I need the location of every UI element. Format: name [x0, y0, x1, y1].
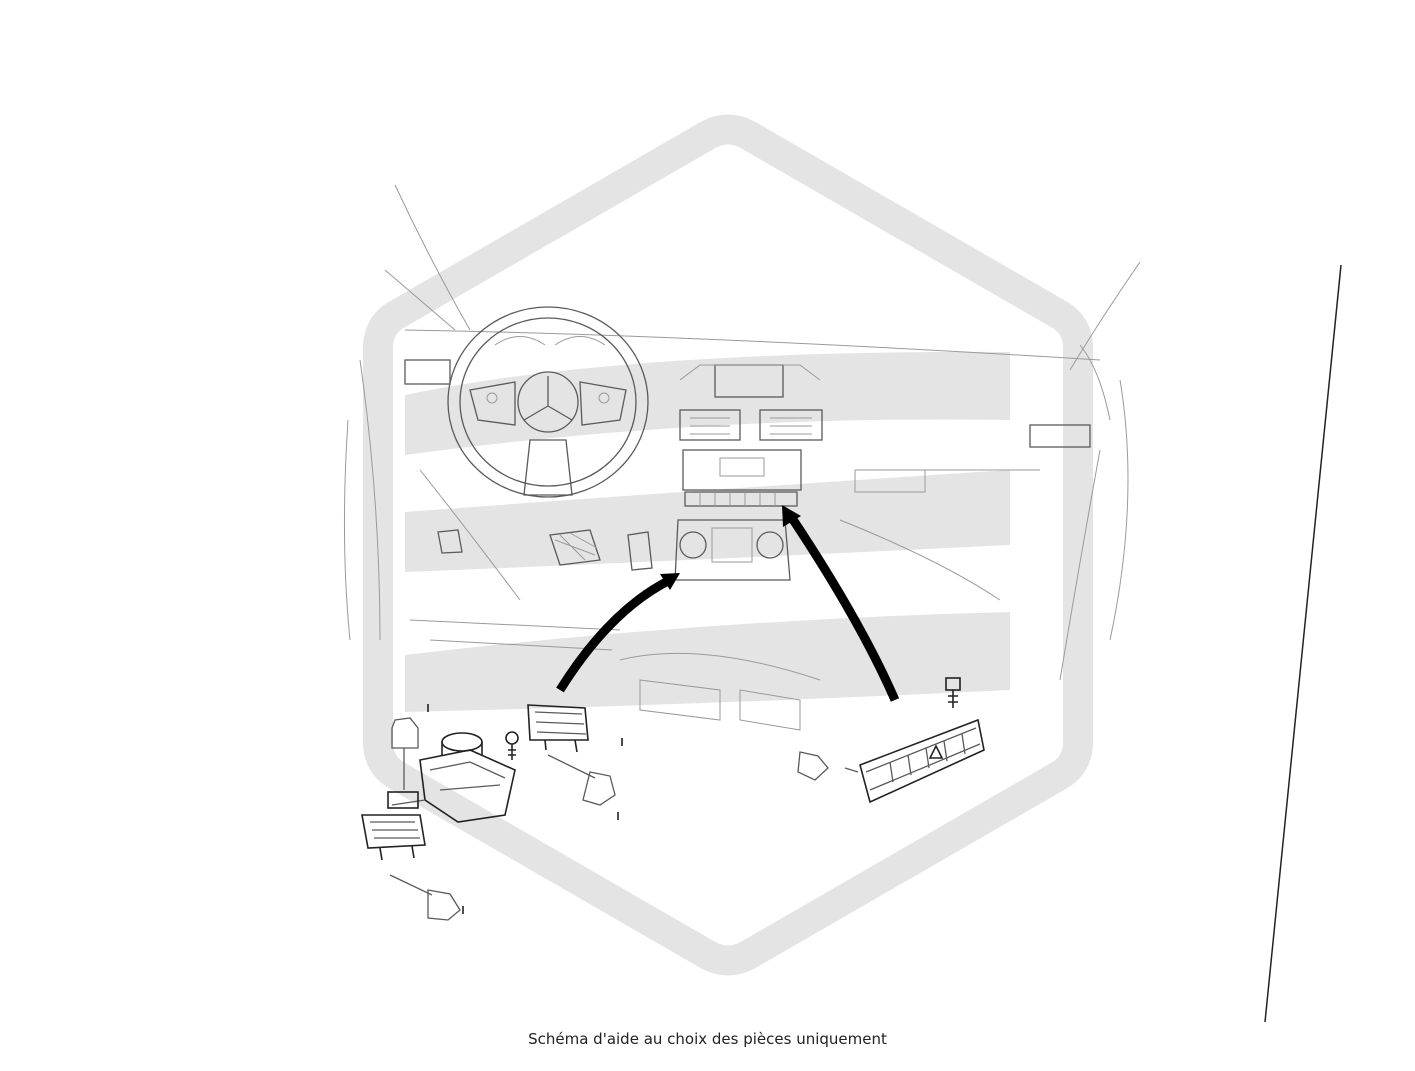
watermark-swoosh-middle	[405, 470, 1010, 572]
watermark-swoosh-bottom	[405, 612, 1010, 712]
switch-module-left	[361, 814, 426, 861]
dashboard-centre-console	[404, 359, 1091, 731]
screw-right	[945, 677, 961, 708]
cabin-outline	[343, 184, 1141, 681]
controller-knob-unit	[387, 732, 516, 823]
screw-centre	[505, 731, 519, 760]
vertical-rule	[1264, 264, 1342, 1023]
hazard-switch-panel	[859, 718, 985, 804]
pedals	[437, 529, 653, 571]
watermark-hexagon	[363, 114, 1093, 976]
switch-module-centre	[527, 704, 589, 753]
arrow-to-lower-console	[556, 573, 680, 693]
connector-stubs	[389, 704, 859, 921]
diagram-caption: Schéma d'aide au choix des pièces unique…	[528, 1030, 887, 1048]
arrow-to-switch-panel	[782, 505, 900, 702]
steering-wheel	[447, 306, 649, 498]
watermark-logo	[363, 114, 1093, 976]
watermark-swoosh-top	[405, 351, 1010, 455]
